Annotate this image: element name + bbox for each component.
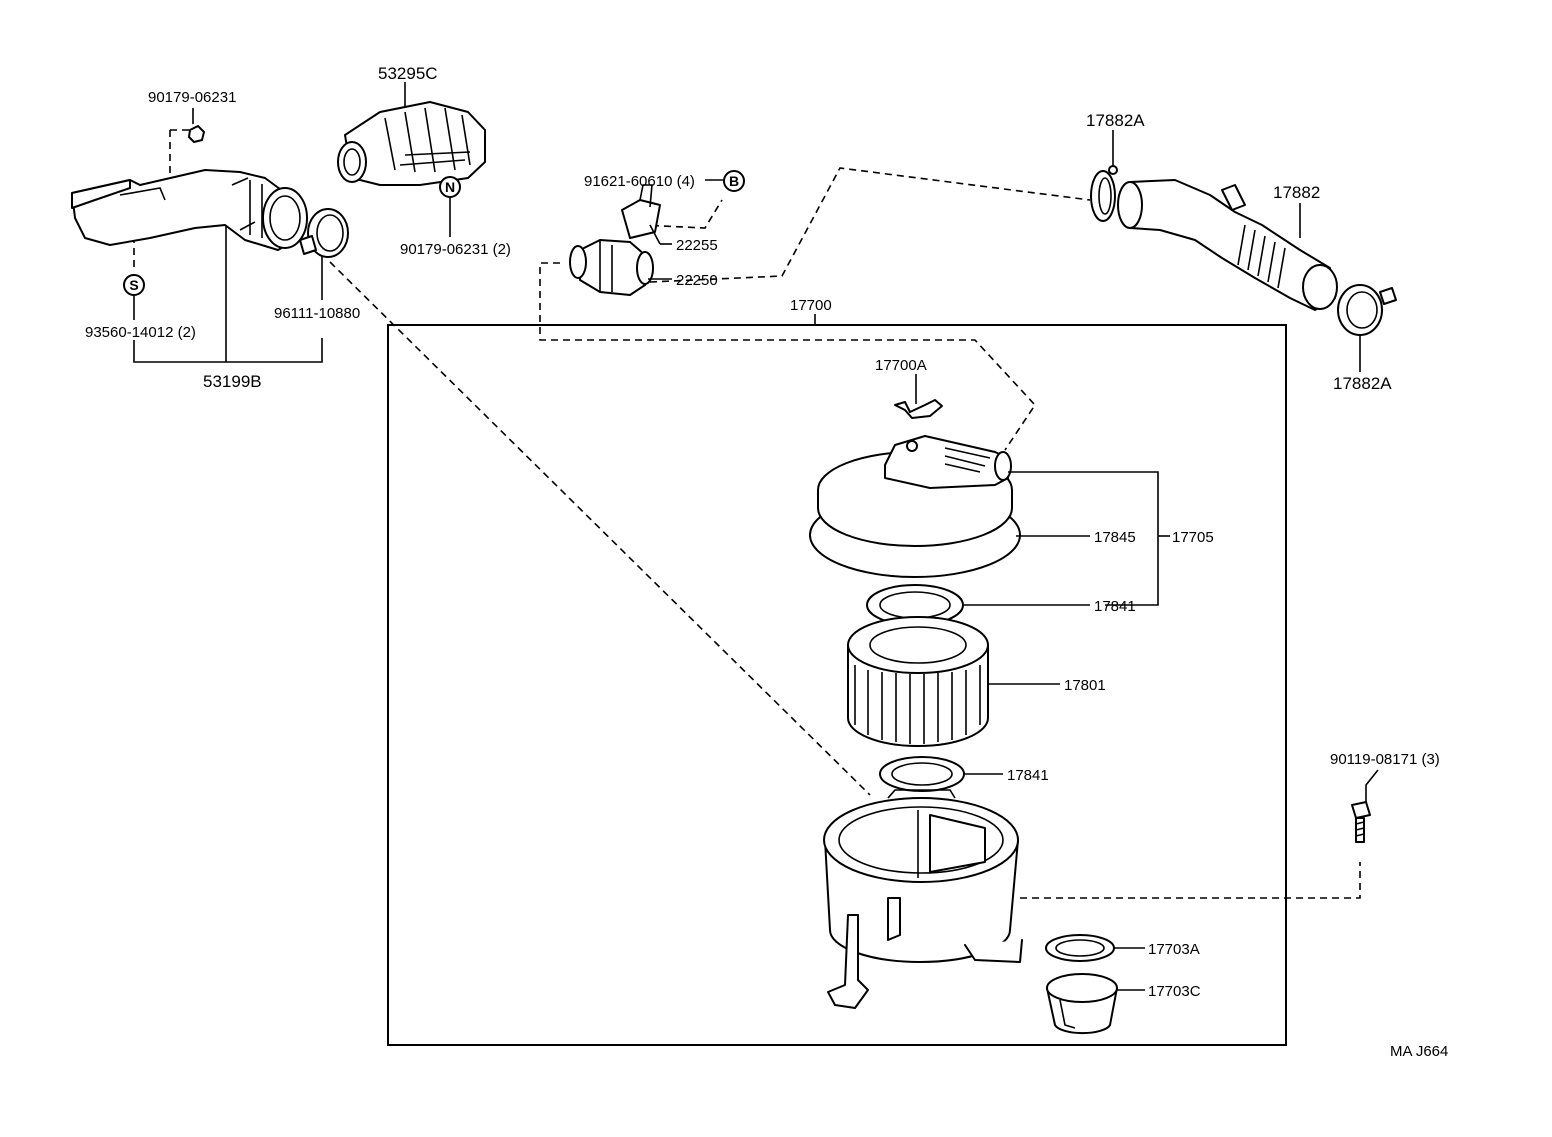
label-17703a: 17703A (1148, 941, 1200, 958)
symbol-n: N (439, 176, 461, 198)
resonator-53295c (337, 101, 486, 186)
svg-text:N: N (445, 179, 455, 195)
label-17700a: 17700A (875, 357, 927, 374)
leader-lines (133, 82, 1379, 991)
assembly-box-17700 (387, 324, 1287, 1046)
bolt-90119 (1351, 801, 1371, 843)
symbol-b: B (723, 170, 745, 192)
label-17705: 17705 (1172, 529, 1214, 546)
label-17882a-bottom: 17882A (1333, 374, 1392, 393)
grommet-17703a (1045, 934, 1115, 962)
air-cleaner-cap-17705 (809, 435, 1021, 578)
label-90179-06231-top: 90179-06231 (148, 89, 236, 106)
label-90119-08171-3: 90119-08171 (3) (1330, 751, 1440, 768)
valve-17703c (1046, 973, 1118, 1035)
svg-text:B: B (729, 173, 739, 189)
label-17882a-top: 17882A (1086, 111, 1145, 130)
label-22255: 22255 (676, 237, 718, 254)
air-hose-17882 (1117, 179, 1338, 311)
drawing-code: MA J664 (1390, 1043, 1448, 1060)
hose-clamp-96111 (299, 208, 349, 258)
label-17841-upper: 17841 (1094, 598, 1136, 615)
label-53199b: 53199B (203, 372, 262, 391)
symbol-s: S (123, 274, 145, 296)
air-hose-53199b (71, 169, 308, 251)
label-53295c: 53295C (378, 64, 438, 83)
hose-clamp-17882a-top (1090, 165, 1118, 222)
filter-element-17801 (847, 616, 989, 747)
label-17841-lower: 17841 (1007, 767, 1049, 784)
bracket-22255 (621, 184, 661, 239)
label-17882: 17882 (1273, 183, 1320, 202)
label-17700: 17700 (790, 297, 832, 314)
label-17845: 17845 (1094, 529, 1136, 546)
label-91621-60610-4: 91621-60610 (4) (584, 173, 695, 190)
label-96111-10880: 96111-10880 (274, 305, 360, 322)
label-22250: 22250 (676, 272, 718, 289)
label-90179-06231-2: 90179-06231 (2) (400, 241, 511, 258)
label-17801: 17801 (1064, 677, 1106, 694)
svg-text:S: S (129, 277, 138, 293)
air-flow-meter-22250 (569, 239, 654, 296)
clip-90179 (188, 125, 205, 143)
dashed-connection-lines (133, 129, 1361, 899)
part-labels: 90179-06231 53295C 90179-06231 (2) 93560… (85, 64, 1448, 1060)
wing-nut-17700a (894, 399, 943, 419)
air-cleaner-case (823, 789, 1023, 1009)
label-93560-14012-2: 93560-14012 (2) (85, 324, 196, 341)
hose-clamp-17882a-bottom (1337, 284, 1397, 336)
gasket-17841-lower (879, 756, 965, 792)
label-17703c: 17703C (1148, 983, 1201, 1000)
